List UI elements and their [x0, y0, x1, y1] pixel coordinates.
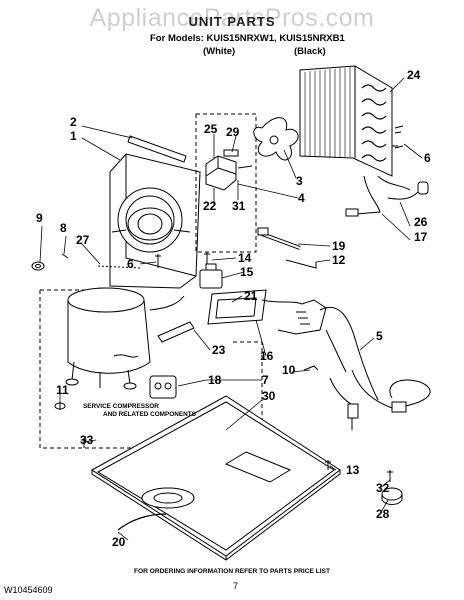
callout-23: 23	[212, 343, 226, 357]
callout-20: 20	[112, 535, 126, 549]
callout-19: 19	[332, 239, 346, 253]
callout-11: 11	[56, 383, 69, 397]
fan-shroud	[109, 153, 201, 289]
callout-22: 22	[203, 199, 217, 213]
callout-8: 8	[60, 221, 67, 235]
start-relay	[149, 375, 177, 399]
callout-12: 12	[332, 253, 346, 267]
power-cord	[329, 369, 431, 430]
fan-blade	[253, 117, 299, 161]
callout-6: 6	[424, 151, 431, 165]
fan-motor	[205, 149, 253, 191]
callout-28: 28	[376, 507, 390, 521]
variant-white: (White)	[203, 46, 236, 57]
callout-30: 30	[262, 389, 276, 403]
callout-31: 31	[232, 199, 246, 213]
callout-33: 33	[80, 433, 94, 447]
callout-10: 10	[282, 363, 296, 377]
condenser-coil	[299, 65, 411, 191]
callout-3: 3	[296, 174, 303, 188]
callout-14: 14	[238, 251, 252, 265]
document-number: W10454609	[4, 585, 53, 595]
callout-5: 5	[376, 329, 383, 343]
callout-4: 4	[298, 191, 305, 205]
callout-6: 6	[127, 257, 134, 271]
callout-17: 17	[414, 230, 428, 244]
relay-parts	[199, 252, 223, 289]
ordering-note: FOR ORDERING INFORMATION REFER TO PARTS …	[134, 568, 330, 575]
control-harness	[207, 289, 379, 401]
thermistor-harness	[345, 175, 429, 217]
page-number: 7	[233, 581, 239, 591]
callout-2: 2	[70, 115, 77, 129]
callout-27: 27	[76, 233, 90, 247]
service-compressor-note-2: AND RELATED COMPONENTS	[103, 411, 196, 418]
callout-1: 1	[70, 129, 77, 143]
callout-26: 26	[414, 215, 428, 229]
callout-25: 25	[204, 122, 218, 136]
callout-15: 15	[240, 265, 254, 279]
callout-7: 7	[262, 373, 269, 387]
model-numbers: For Models: KUIS15NRXW1, KUIS15NRXB1	[150, 33, 345, 44]
diagram-title: UNIT PARTS	[188, 14, 276, 29]
callout-9: 9	[36, 211, 43, 225]
base-pan	[91, 395, 341, 561]
callout-24: 24	[407, 68, 421, 82]
service-compressor-note: SERVICE COMPRESSOR	[83, 403, 159, 410]
callout-18: 18	[208, 373, 222, 387]
callout-21: 21	[244, 289, 258, 303]
callout-13: 13	[346, 463, 360, 477]
callout-16: 16	[260, 349, 274, 363]
callout-32: 32	[376, 481, 390, 495]
compressor	[65, 287, 185, 390]
watermark: AppliancePartsPros.com	[89, 4, 375, 32]
variant-black: (Black)	[294, 46, 326, 57]
callout-29: 29	[226, 125, 240, 139]
